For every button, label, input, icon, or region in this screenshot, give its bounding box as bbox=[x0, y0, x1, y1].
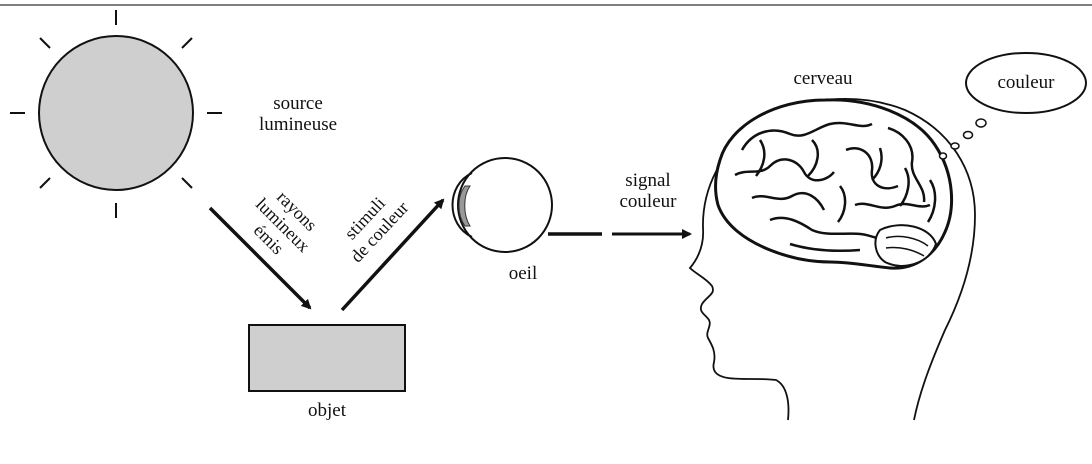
head-profile bbox=[688, 98, 976, 421]
bubble-dot-2 bbox=[962, 130, 974, 140]
bubble-dot-3 bbox=[950, 142, 960, 150]
bubble-label: couleur bbox=[997, 72, 1055, 93]
color-stimuli-arrow bbox=[340, 198, 445, 312]
signal-label: signal couleur bbox=[598, 170, 698, 212]
signal-label-line2: couleur bbox=[619, 191, 677, 212]
iris bbox=[458, 185, 471, 227]
cornea bbox=[451, 172, 473, 238]
eye-drawing bbox=[451, 157, 553, 253]
cerebellum-lines bbox=[885, 235, 929, 257]
object-box bbox=[248, 324, 406, 392]
eyeball bbox=[457, 157, 553, 253]
brain-folds bbox=[734, 121, 937, 252]
bubble-dot-4 bbox=[938, 152, 948, 160]
cerebellum bbox=[874, 224, 938, 267]
brain-label: cerveau bbox=[793, 68, 853, 89]
bubble-dot-1 bbox=[975, 118, 987, 128]
sun-disc bbox=[38, 35, 194, 191]
signal-label-line1: signal bbox=[625, 170, 671, 191]
brain-drawing bbox=[714, 98, 954, 270]
thought-bubble bbox=[938, 52, 1087, 160]
sun-rays bbox=[10, 10, 222, 218]
source-label: source lumineuse bbox=[238, 93, 358, 135]
light-source-sun bbox=[10, 10, 222, 218]
eye-label: oeil bbox=[508, 263, 538, 284]
bubble-main bbox=[965, 52, 1087, 114]
object-label: objet bbox=[308, 400, 346, 421]
source-label-line2: lumineuse bbox=[258, 114, 338, 135]
emitted-rays-arrow bbox=[208, 206, 312, 310]
source-label-line1: source bbox=[273, 93, 323, 114]
